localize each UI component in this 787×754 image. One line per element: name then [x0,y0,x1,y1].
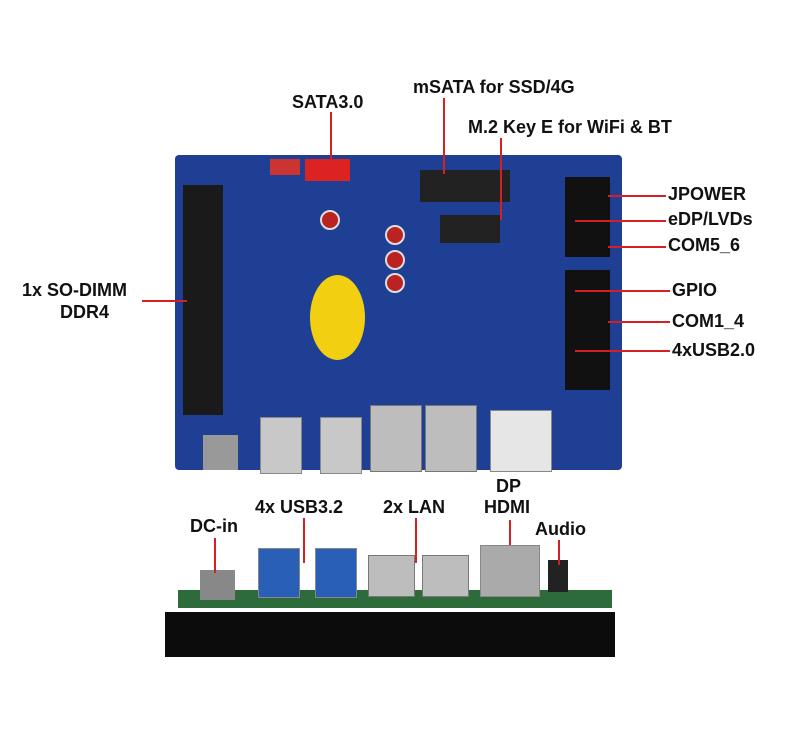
label-gpio: GPIO [672,280,718,300]
leader-line [608,246,666,248]
usb-port [260,417,302,474]
leader-line [608,321,670,323]
pin-header-upper [565,177,610,257]
capacitor [320,210,340,230]
leader-line [575,290,670,292]
pin-header-lower [565,270,610,390]
dp-hdmi-port [490,410,552,472]
audio-jack [548,560,568,592]
leader-line [608,195,666,197]
power-connector [270,159,300,175]
label-dp: DP [496,476,522,496]
cmos-battery [310,275,365,360]
dp-hdmi-port [480,545,540,597]
lan-port [370,405,422,472]
label-dcin: DC-in [190,516,238,536]
label-edp: eDP/LVDs [668,209,753,229]
label-jpower: JPOWER [668,184,747,204]
label-lan: 2x LAN [383,497,446,517]
label-audio: Audio [535,519,586,539]
label-sodimm: 1x SO-DIMM [22,280,128,300]
leader-line [558,540,560,565]
leader-line [330,112,332,162]
label-msata: mSATA for SSD/4G [413,77,575,97]
leader-line [575,350,670,352]
label-m2: M.2 Key E for WiFi & BT [468,117,672,137]
lan-port [422,555,469,597]
usb-port [320,417,362,474]
heatsink-chassis [165,612,615,657]
leader-line [142,300,187,302]
label-hdmi: HDMI [484,497,530,517]
capacitor [385,225,405,245]
capacitor [385,250,405,270]
label-usb20: 4xUSB2.0 [672,340,756,360]
leader-line [415,518,417,563]
leader-line [443,98,445,174]
lan-port [425,405,477,472]
label-com14: COM1_4 [672,311,745,331]
capacitor [385,273,405,293]
usb32-port [315,548,357,598]
dc-in-jack [200,570,235,600]
m2-slot [440,215,500,243]
lan-port [368,555,415,597]
leader-line [500,138,502,220]
so-dimm-slot [183,185,223,415]
leader-line [509,520,511,545]
label-sata: SATA3.0 [292,92,364,112]
usb32-port [258,548,300,598]
motherboard-top-view [175,155,622,474]
label-ddr4: DDR4 [60,302,110,322]
leader-line [303,518,305,563]
msata-slot [420,170,510,202]
leader-line [214,538,216,573]
label-com56: COM5_6 [668,235,741,255]
dc-jack [203,435,238,470]
sata-connector [305,159,350,181]
label-usb32: 4x USB3.2 [255,497,344,517]
leader-line [575,220,666,222]
